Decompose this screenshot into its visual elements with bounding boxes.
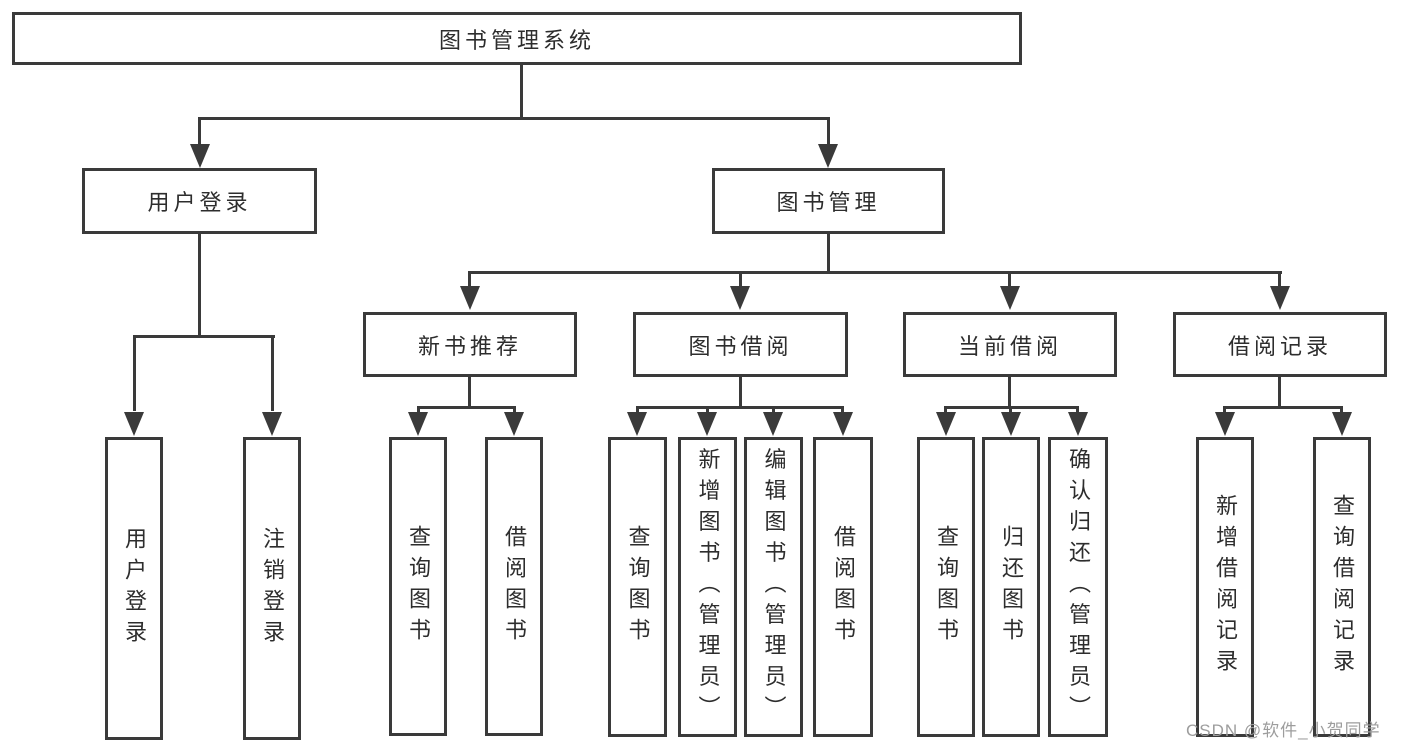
connector-line [739,377,742,408]
arrowhead-down-icon [1270,286,1290,310]
connector-line [1076,406,1079,416]
leaf-borrow-books: 借阅图书 [813,437,873,737]
node-borrow-records: 借阅记录 [1173,312,1387,377]
leaf-borrow-books-recommend: 借阅图书 [485,437,543,736]
connector-line [513,406,516,416]
connector-line [1008,377,1011,408]
node-user-login: 用户登录 [82,168,317,234]
leaf-query-books-recommend: 查询图书 [389,437,447,736]
leaf-add-books-admin: 新增图书（管理员） [678,437,737,737]
arrowhead-down-icon [833,412,853,436]
connector-line [417,406,516,409]
arrowhead-down-icon [697,412,717,436]
connector-line [944,406,947,416]
connector-line [198,117,830,120]
node-label: 借阅图书 [502,524,527,649]
connector-line [198,234,201,337]
connector-line [739,271,742,287]
connector-line [827,234,830,274]
arrowhead-down-icon [1068,412,1088,436]
node-label: 查询借阅记录 [1330,494,1355,680]
connector-line [706,406,709,416]
leaf-return-books: 归还图书 [982,437,1040,737]
connector-line [1008,271,1011,287]
node-label: 查询图书 [406,524,431,649]
connector-line [1340,406,1343,416]
node-label: 归还图书 [999,525,1024,649]
arrowhead-down-icon [460,286,480,310]
connector-line [417,406,420,416]
arrowhead-down-icon [1000,286,1020,310]
arrowhead-down-icon [504,412,524,436]
node-book-management: 图书管理 [712,168,945,234]
node-label: 用户登录 [122,526,147,651]
connector-line [1278,271,1281,287]
leaf-confirm-return-admin: 确认归还（管理员） [1048,437,1108,737]
leaf-logout: 注销登录 [243,437,301,740]
arrowhead-down-icon [763,412,783,436]
connector-line [133,335,136,411]
node-label: 编辑图书（管理员） [761,447,787,727]
arrowhead-down-icon [1001,412,1021,436]
arrowhead-down-icon [124,412,144,436]
arrowhead-down-icon [936,412,956,436]
arrowhead-down-icon [1215,412,1235,436]
connector-line [636,406,844,409]
node-current-borrow: 当前借阅 [903,312,1117,377]
connector-line [133,335,275,338]
node-new-book-recommend: 新书推荐 [363,312,577,377]
connector-line [1223,406,1343,409]
connector-line [468,377,471,408]
leaf-query-books-borrow: 查询图书 [608,437,667,737]
node-label: 确认归还（管理员） [1066,447,1091,727]
connector-line [1278,377,1281,408]
connector-line [468,271,471,287]
leaf-query-books-current: 查询图书 [917,437,975,737]
csdn-watermark: CSDN @软件_小贺同学 [1186,721,1381,740]
node-book-borrow: 图书借阅 [633,312,848,377]
arrowhead-down-icon [730,286,750,310]
connector-line [636,406,639,416]
node-label: 查询图书 [934,525,959,649]
node-label: 查询图书 [625,525,651,649]
node-label: 借阅图书 [831,525,856,649]
arrowhead-down-icon [262,412,282,436]
connector-line [827,117,830,149]
leaf-edit-books-admin: 编辑图书（管理员） [744,437,803,737]
arrowhead-down-icon [818,144,838,168]
arrowhead-down-icon [190,144,210,168]
connector-line [841,406,844,416]
node-library-system: 图书管理系统 [12,12,1022,65]
connector-line [468,271,1282,274]
arrowhead-down-icon [1332,412,1352,436]
connector-line [1009,406,1012,416]
arrowhead-down-icon [408,412,428,436]
connector-line [271,335,274,411]
connector-line [772,406,775,416]
node-label: 新增借阅记录 [1213,494,1238,680]
connector-line [520,65,523,118]
leaf-add-borrow-record: 新增借阅记录 [1196,437,1254,737]
leaf-query-borrow-record: 查询借阅记录 [1313,437,1371,737]
arrowhead-down-icon [627,412,647,436]
node-label: 注销登录 [260,526,285,651]
node-label: 新增图书（管理员） [695,447,721,727]
leaf-user-login: 用户登录 [105,437,163,740]
connector-line [198,117,201,149]
connector-line [1223,406,1226,416]
